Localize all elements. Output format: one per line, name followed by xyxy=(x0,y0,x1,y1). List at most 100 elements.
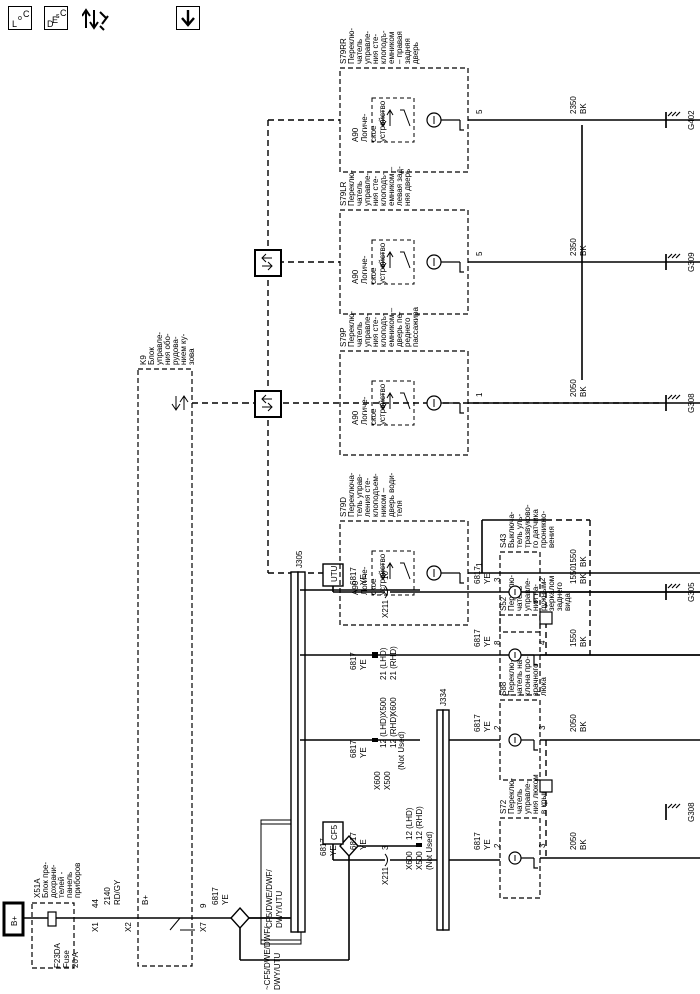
arrow-down-icon xyxy=(181,10,195,27)
svg-text:ния сте-: ния сте- xyxy=(371,34,380,64)
ground-splice-2 xyxy=(539,611,553,625)
ground-g308-2: G308 xyxy=(665,393,696,413)
svg-text:Логиче-: Логиче- xyxy=(360,566,369,595)
svg-text:8: 8 xyxy=(493,640,502,645)
svg-text:K9: K9 xyxy=(139,355,148,365)
svg-text:Fuse: Fuse xyxy=(62,950,71,968)
svg-text:S72: S72 xyxy=(499,799,508,814)
svg-text:рудова-: рудова- xyxy=(171,336,180,365)
svg-text:YE: YE xyxy=(483,721,492,732)
svg-text:B+: B+ xyxy=(141,895,150,905)
ground-g402-4: G402 xyxy=(665,110,696,130)
svg-text:– правая: – правая xyxy=(395,31,404,64)
svg-text:YE: YE xyxy=(359,659,368,670)
svg-text:2: 2 xyxy=(538,577,547,582)
svg-text:клоподъ-: клоподъ- xyxy=(379,172,388,206)
x2-connector: X2 xyxy=(124,922,133,932)
svg-text:нием ку-: нием ку- xyxy=(179,333,188,365)
svg-text:YE: YE xyxy=(359,747,368,758)
svg-text:A90: A90 xyxy=(351,580,360,595)
svg-text:J334: J334 xyxy=(439,688,448,706)
svg-text:G308: G308 xyxy=(687,802,696,822)
location-view-button[interactable]: L o C xyxy=(8,6,32,30)
svg-text:зрачного: зрачного xyxy=(531,663,540,696)
svg-text:задняя: задняя xyxy=(403,38,412,64)
svg-text:клона про-: клона про- xyxy=(523,656,532,696)
data-link-block-1 xyxy=(254,249,282,277)
svg-text:няя дверь: няя дверь xyxy=(403,169,412,206)
svg-text:G309: G309 xyxy=(687,252,696,272)
svg-text:A90: A90 xyxy=(351,127,360,142)
k9-output-switch xyxy=(169,917,195,931)
svg-text:емником –: емником – xyxy=(387,307,396,347)
ground-g305-1: G305 xyxy=(665,582,696,602)
ground-g309-3: G309 xyxy=(665,252,696,272)
svg-text:левая зад-: левая зад- xyxy=(395,166,404,206)
svg-text:1: 1 xyxy=(475,392,484,397)
svg-text:2050: 2050 xyxy=(569,714,578,732)
svg-text:тель уль-: тель уль- xyxy=(515,514,524,548)
svg-text:1: 1 xyxy=(475,562,484,567)
svg-text:ником –: ником – xyxy=(379,487,388,517)
svg-text:RD/GY: RD/GY xyxy=(113,879,122,905)
svg-text:3: 3 xyxy=(381,845,390,850)
svg-text:6817: 6817 xyxy=(349,652,358,670)
svg-text:управле-: управле- xyxy=(523,781,532,814)
svg-text:Переклю-: Переклю- xyxy=(347,28,356,64)
svg-text:ния на-: ния на- xyxy=(531,584,540,611)
svg-text:устройство: устройство xyxy=(378,553,387,595)
k9-module-outline xyxy=(137,368,193,967)
svg-text:G402: G402 xyxy=(687,110,696,130)
svg-text:приборов: приборов xyxy=(73,863,82,898)
svg-text:чатель: чатель xyxy=(355,181,364,206)
svg-text:пассажира: пассажира xyxy=(411,307,420,348)
svg-text:дверь: дверь xyxy=(411,42,420,64)
svg-text:BK: BK xyxy=(579,556,588,567)
svg-text:YE: YE xyxy=(483,636,492,647)
svg-text:заднего: заднего xyxy=(555,582,564,611)
svg-text:6817: 6817 xyxy=(473,832,482,850)
svg-text:CF5: CF5 xyxy=(330,824,339,840)
svg-text:12 (RHD): 12 (RHD) xyxy=(415,806,424,840)
connector-x500-mid: 6817 YE 21 (LHD) 21 (RHD) X500 X600 xyxy=(349,646,398,716)
download-button[interactable] xyxy=(176,6,200,30)
svg-text:ское: ское xyxy=(369,125,378,142)
x7-connector: X7 xyxy=(199,922,208,932)
svg-text:5: 5 xyxy=(475,109,484,114)
svg-text:(Not Used): (Not Used) xyxy=(425,831,434,870)
svg-text:1550: 1550 xyxy=(569,566,578,584)
description-view-button[interactable]: D E s C xyxy=(44,6,68,30)
svg-text:X51A: X51A xyxy=(33,878,42,898)
svg-text:A90: A90 xyxy=(351,410,360,425)
svg-text:X211: X211 xyxy=(381,866,390,885)
svg-text:вида: вида xyxy=(563,593,572,611)
svg-text:клоподъ-: клоподъ- xyxy=(379,30,388,64)
svg-text:BK: BK xyxy=(579,636,588,647)
svg-text:в крыше: в крыше xyxy=(539,782,548,814)
svg-text:ружным: ружным xyxy=(539,582,548,611)
svg-text:1550: 1550 xyxy=(569,549,578,567)
svg-text:6817: 6817 xyxy=(319,838,328,856)
svg-text:Переклю-: Переклю- xyxy=(507,660,516,696)
svg-text:YE: YE xyxy=(483,573,492,584)
svg-text:Блок пре-: Блок пре- xyxy=(41,862,50,898)
svg-text:3: 3 xyxy=(493,577,502,582)
svg-text:клоподъем-: клоподъем- xyxy=(371,473,380,517)
toolbar: L o C D E s C xyxy=(8,6,208,42)
svg-text:X211: X211 xyxy=(381,599,390,618)
signal-flow-icon[interactable] xyxy=(81,6,110,32)
svg-text:F23DA: F23DA xyxy=(53,942,62,968)
j305-splice xyxy=(290,571,299,933)
svg-text:вения: вения xyxy=(547,526,556,548)
svg-text:чатель: чатель xyxy=(355,322,364,347)
svg-text:теля: теля xyxy=(395,500,404,517)
svg-text:S43: S43 xyxy=(499,533,508,548)
svg-text:6817: 6817 xyxy=(473,566,482,584)
svg-text:BK: BK xyxy=(579,245,588,256)
svg-text:G308: G308 xyxy=(687,393,696,413)
svg-text:S52: S52 xyxy=(499,596,508,611)
